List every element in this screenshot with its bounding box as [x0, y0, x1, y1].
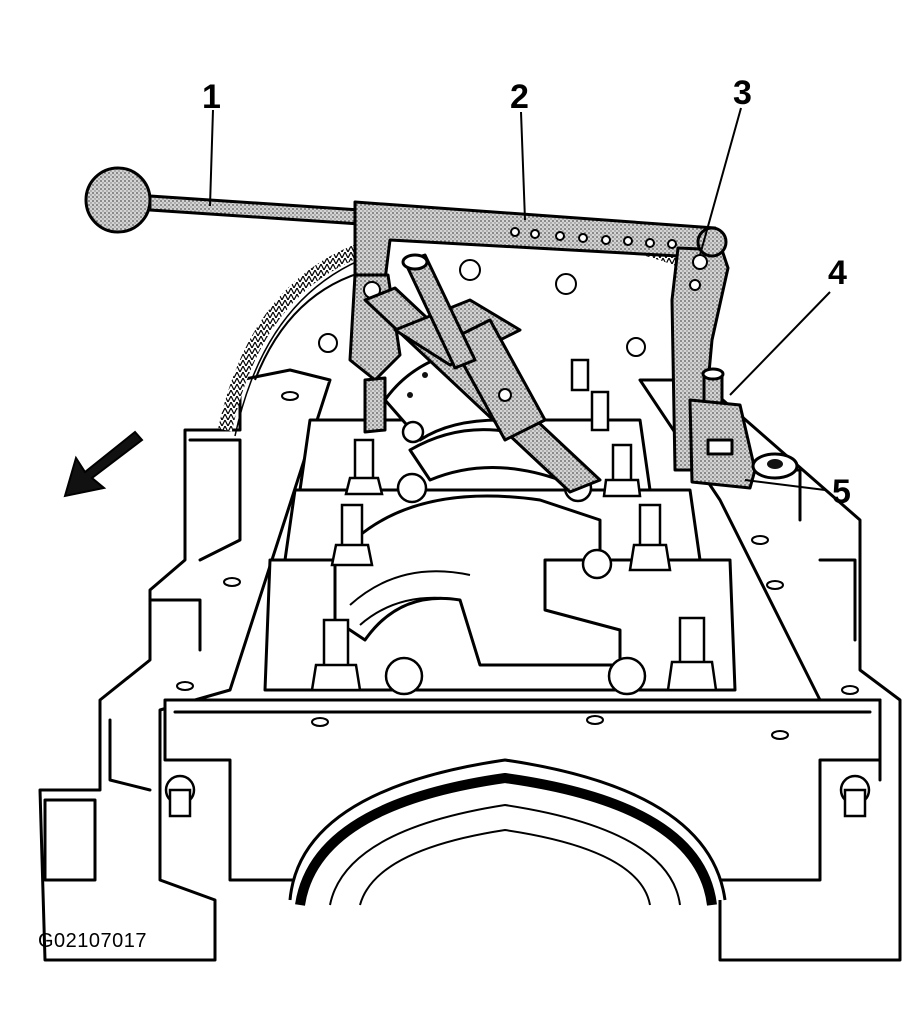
figure-id-label: G02107017 — [38, 930, 148, 952]
cap-bolt — [344, 438, 384, 496]
cap-bolt — [581, 548, 613, 580]
cap-bolt — [666, 616, 718, 692]
cap-bolt — [396, 472, 428, 504]
cap-bolt — [310, 618, 362, 692]
tool-bracket-bar — [348, 200, 717, 494]
block-plug — [751, 452, 799, 480]
callout-2: 2 — [510, 78, 529, 116]
tool-handle — [84, 166, 362, 234]
cap-bolt — [602, 443, 642, 498]
cap-bolt — [590, 390, 610, 432]
callout-4: 4 — [828, 254, 847, 292]
main-bearing-caps — [263, 343, 737, 692]
cap-bolt — [401, 420, 425, 444]
callout-labels: 1 2 3 4 5 — [202, 74, 851, 511]
main-cap-bolts — [310, 358, 718, 696]
deck-bolt-right — [839, 774, 871, 818]
callout-5: 5 — [832, 473, 851, 511]
deck-bolt-left — [164, 774, 196, 818]
cap-bolt — [607, 656, 647, 696]
callout-leaders — [209, 107, 831, 491]
cap-bolt — [570, 358, 590, 392]
crankshaft-rotating-tool — [84, 166, 757, 494]
cap-bolt — [330, 503, 374, 567]
callout-3: 3 — [733, 74, 752, 112]
callout-1: 1 — [202, 78, 221, 116]
front-direction-arrow — [63, 430, 144, 498]
rear-main-seal-bore — [288, 758, 727, 906]
tool-foot-plate — [688, 398, 757, 490]
cap-bolt — [384, 656, 424, 696]
cap-bolt — [628, 503, 672, 572]
